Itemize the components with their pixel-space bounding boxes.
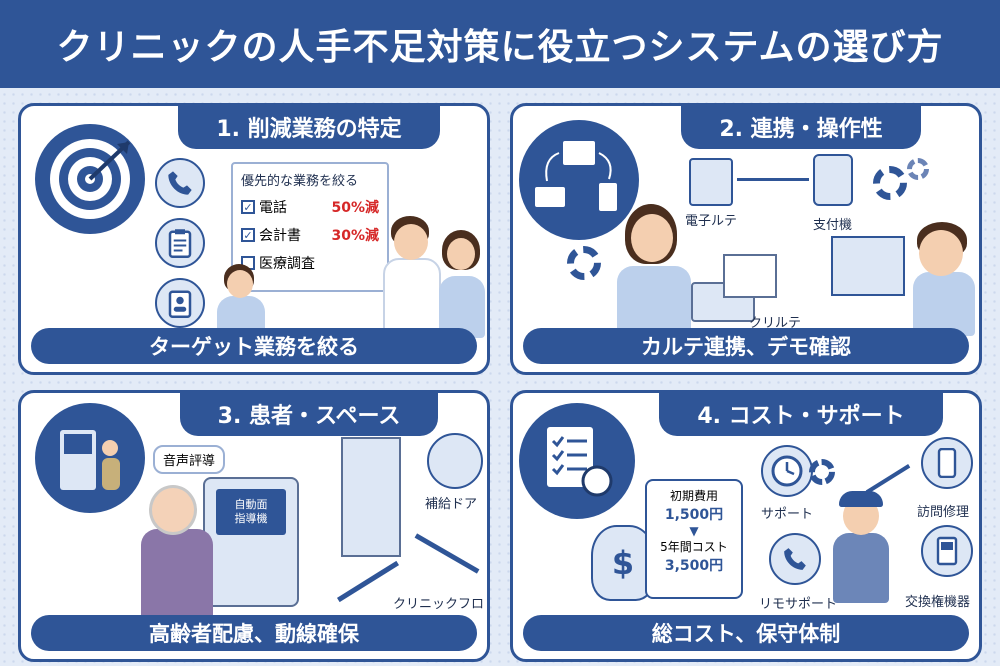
checkbox-checked-icon: ✓ — [241, 200, 255, 214]
clipboard-icon — [689, 158, 733, 206]
supply-cabinet-icon — [427, 433, 483, 489]
panel-1: 1. 削減業務の特定 優先的な業務を絞る ✓ 電話 50%減 ✓ 会計書 30%… — [18, 103, 490, 375]
down-arrow-icon: ▼ — [689, 524, 699, 538]
task-label: 会計書 — [259, 228, 301, 244]
target-icon — [35, 124, 145, 234]
initial-cost-value: 1,500円 — [664, 507, 724, 523]
cloud-label: クリルテ — [749, 316, 802, 331]
exchange-label: 交換権機器 — [905, 595, 971, 610]
smartphone-icon — [921, 437, 973, 489]
priority-board: 優先的な業務を絞る ✓ 電話 50%減 ✓ 会計書 30%減 医療調査 — [231, 162, 389, 292]
panel-1-footer: ターゲット業務を絞る — [31, 328, 477, 364]
clock-icon — [761, 445, 813, 497]
cap — [839, 491, 883, 507]
task-value: 50%減 — [331, 200, 379, 216]
panel-2-heading: 2. 連携・操作性 — [681, 106, 921, 149]
arrow-icon — [737, 178, 809, 181]
title-bar: クリニックの人手不足対策に役立つシステムの選び方 — [0, 0, 1000, 88]
money-bag-icon: $ — [591, 525, 655, 601]
voice-guide-bubble: 音声評導 — [153, 445, 226, 474]
kiosk-icon — [35, 403, 145, 513]
panel-2: 2. 連携・操作性 電子ルテ 支付機 クリルテ カルテ連携、デモ確認 — [510, 103, 982, 375]
gear-icon — [809, 459, 835, 485]
payment-terminal-icon — [813, 154, 853, 206]
phone-support-icon — [769, 533, 821, 585]
checkbox-checked-icon: ✓ — [241, 228, 255, 242]
remote-label: リモサポート — [759, 597, 838, 612]
support-label: サポート — [761, 507, 814, 522]
checklist-icon — [519, 403, 635, 519]
panel-3-footer: 高齢者配慮、動線確保 — [31, 615, 477, 651]
panel-2-footer: カルテ連携、デモ確認 — [523, 328, 969, 364]
gear-icon — [873, 166, 907, 200]
kiosk-icon: 自動面 指導機 — [203, 477, 299, 607]
five-year-cost-label: 5年間コスト — [660, 540, 728, 554]
panel-4: 4. コスト・サポート $ 初期費用 1,500円 ▼ 5年間コスト 3,500… — [510, 390, 982, 662]
arrow-icon — [336, 560, 400, 603]
task-row: 医療調査 — [241, 253, 379, 273]
door-icon — [341, 437, 401, 557]
chart-label: 電子ルテ — [685, 214, 738, 229]
monitor-icon — [831, 236, 905, 296]
page-title: クリニックの人手不足対策に役立つシステムの選び方 — [56, 27, 944, 68]
clipboard-icon — [155, 218, 205, 268]
panel-4-heading: 4. コスト・サポート — [659, 393, 943, 436]
panel-2-header: 2. 連携・操作性 — [623, 106, 979, 149]
phone-icon — [155, 158, 205, 208]
monitor-icon — [723, 254, 777, 298]
cost-card: 初期費用 1,500円 ▼ 5年間コスト 3,500円 — [645, 479, 743, 599]
arrow-icon — [414, 533, 480, 574]
door-label: 補給ドア — [425, 497, 478, 512]
task-label: 電話 — [259, 200, 287, 216]
id-card-icon — [155, 278, 205, 328]
board-title: 優先的な業務を絞る — [241, 174, 359, 189]
task-label: 医療調査 — [259, 256, 315, 272]
gear-icon — [567, 246, 601, 280]
task-value: 30%減 — [331, 228, 379, 244]
kiosk-screen-label: 自動面 指導機 — [234, 498, 268, 525]
five-year-cost-value: 3,500円 — [664, 558, 724, 574]
kiosk-icon — [921, 525, 973, 577]
panel-3-header: 3. 患者・スペース — [131, 393, 487, 436]
panel-3: 3. 患者・スペース 音声評導 自動面 指導機 補給ドア クリニックフロー 高齢… — [18, 390, 490, 662]
panel-1-header: 1. 削減業務の特定 — [131, 106, 487, 149]
panel-1-heading: 1. 削減業務の特定 — [178, 106, 440, 149]
initial-cost-label: 初期費用 — [669, 489, 718, 503]
payment-label: 支付機 — [813, 218, 853, 233]
task-row: ✓ 会計書 30%減 — [241, 225, 379, 245]
task-row: ✓ 電話 50%減 — [241, 197, 379, 217]
panel-4-header: 4. コスト・サポート — [623, 393, 979, 436]
panel-4-footer: 総コスト、保守体制 — [523, 615, 969, 651]
gear-icon — [907, 158, 929, 180]
visit-label: 訪問修理 — [917, 505, 970, 520]
arrow-icon — [865, 464, 911, 494]
kiosk-screen: 自動面 指導機 — [216, 489, 286, 535]
panel-3-heading: 3. 患者・スペース — [179, 393, 439, 436]
connected-devices-icon — [519, 120, 639, 240]
voice-label: 音声評導 — [163, 454, 216, 469]
